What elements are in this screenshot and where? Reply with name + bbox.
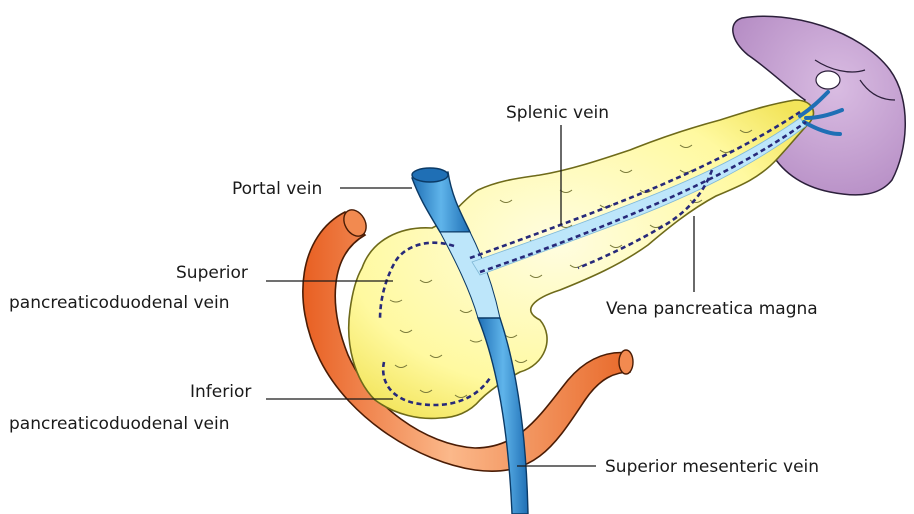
label-superior-pd-line2: pancreaticoduodenal vein — [9, 293, 230, 313]
label-superior-pd-line1: Superior — [176, 263, 248, 283]
label-vena-pancreatica-magna: Vena pancreatica magna — [606, 299, 818, 319]
label-splenic-vein: Splenic vein — [506, 103, 609, 123]
label-inferior-pd-line1: Inferior — [190, 382, 251, 402]
label-portal-vein: Portal vein — [232, 179, 322, 199]
label-inferior-pd-line2: pancreaticoduodenal vein — [9, 414, 230, 434]
label-superior-mesenteric-vein: Superior mesenteric vein — [605, 457, 819, 477]
